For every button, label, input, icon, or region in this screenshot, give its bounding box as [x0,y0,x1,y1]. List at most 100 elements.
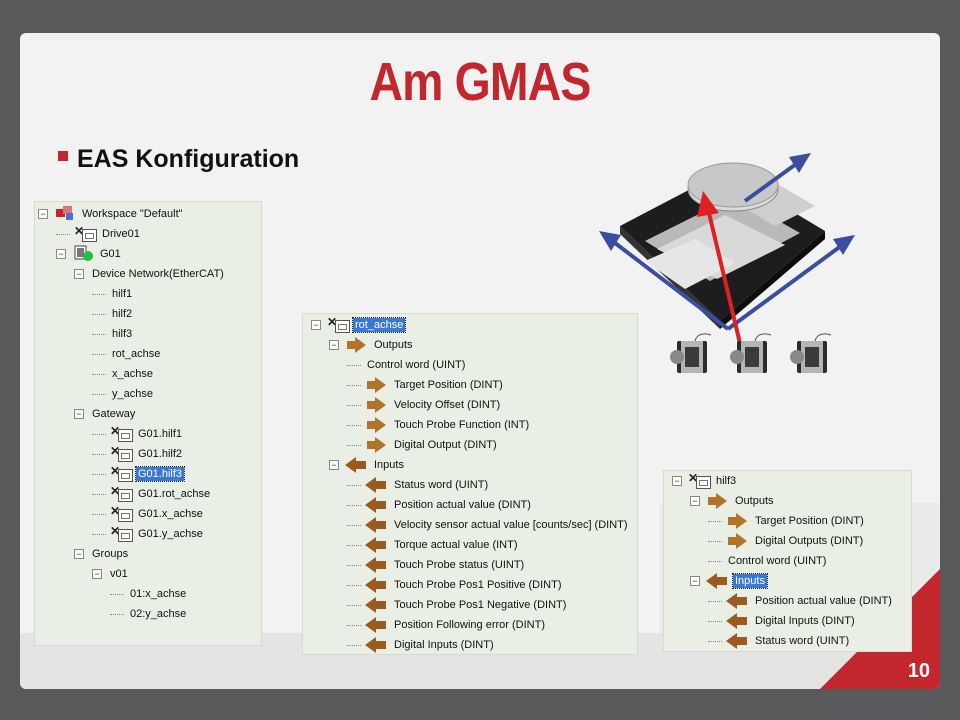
tree-item[interactable]: 02:y_achse [110,604,188,624]
collapse-toggle-icon[interactable]: − [690,496,700,506]
tree-item[interactable]: hilf2 [92,304,134,324]
tree-item[interactable]: Status word (UINT) [347,475,490,495]
tree-connector [92,493,106,495]
tree-item[interactable]: ✕G01.rot_achse [92,484,212,504]
tree-item[interactable]: −Device Network(EtherCAT) [74,264,226,284]
tree-item[interactable]: Digital Output (DINT) [347,435,499,455]
tree-item[interactable]: Control word (UINT) [347,355,467,375]
slide-subtitle: EAS Konfiguration [77,145,300,173]
tree-item-label: Outputs [735,495,774,507]
tree-item[interactable]: −Outputs [329,335,415,355]
tree-item[interactable]: x_achse [92,364,155,384]
tree-item-label: Velocity sensor actual value [counts/sec… [394,519,628,531]
tree-item[interactable]: − Inputs [690,571,768,591]
tree-item-label: Digital Output (DINT) [394,439,497,451]
tree-item-label: Digital Inputs (DINT) [755,615,855,627]
page-number: 10 [907,660,930,682]
tree-connector [708,620,722,622]
tree-item-label: x_achse [112,368,153,380]
tree-item-label: Touch Probe status (UINT) [394,559,525,571]
tree-item[interactable]: ✕G01.x_achse [92,504,205,524]
tree-item[interactable]: Position actual value (DINT) [347,495,533,515]
tree-item[interactable]: ✕G01.hilf1 [92,424,184,444]
stepper-motor-icon [670,333,712,373]
tree-item[interactable]: Velocity Offset (DINT) [347,395,502,415]
tree-item[interactable]: y_achse [92,384,155,404]
tree-item-label: Workspace "Default" [82,208,183,220]
collapse-toggle-icon[interactable]: − [56,249,66,259]
collapse-toggle-icon[interactable]: − [329,460,339,470]
tree-item-label: rot_achse [351,317,407,333]
tree-item-label: Position Following error (DINT) [394,619,545,631]
output-arrow-icon [728,513,747,529]
tree-item-label: 02:y_achse [130,608,187,620]
gmas-icon [72,244,94,265]
tree-item[interactable]: Velocity sensor actual value [counts/sec… [347,515,630,535]
tree-item[interactable]: Digital Outputs (DINT) [708,531,865,551]
collapse-toggle-icon[interactable]: − [329,340,339,350]
tree-item-label: Velocity Offset (DINT) [394,399,501,411]
tree-item[interactable]: Torque actual value (INT) [347,535,520,555]
input-arrow-icon [365,577,386,593]
tree-item[interactable]: − Inputs [329,455,406,475]
tree-item[interactable]: Target Position (DINT) [347,375,505,395]
tree-item-label: Position actual value (DINT) [394,499,531,511]
tree-connector [347,404,361,406]
tree-item-label: hilf2 [112,308,133,320]
output-arrow-icon [367,437,386,453]
tree-item[interactable]: Control word (UINT) [708,551,828,571]
tree-item[interactable]: Touch Probe Pos1 Positive (DINT) [347,575,564,595]
tree-item[interactable]: −G01 [56,244,123,264]
tree-item[interactable]: rot_achse [92,344,162,364]
tree-item[interactable]: Touch Probe Function (INT) [347,415,531,435]
tree-item[interactable]: hilf1 [92,284,134,304]
tree-item[interactable]: −v01 [92,564,130,584]
collapse-toggle-icon[interactable]: − [311,320,321,330]
tree-item[interactable]: −Gateway [74,404,137,424]
collapse-toggle-icon[interactable]: − [672,476,682,486]
tree-item-label: Inputs [732,573,768,589]
tree-item[interactable]: −✕hilf3 [672,471,738,491]
tree-item-label: Status word (UINT) [755,635,850,647]
tree-item[interactable]: Digital Inputs (DINT) [347,635,496,655]
tree-item[interactable]: Position actual value (DINT) [708,591,894,611]
tree-item[interactable]: Touch Probe Pos1 Negative (DINT) [347,595,568,615]
tree-item-label: Device Network(EtherCAT) [92,268,224,280]
collapse-toggle-icon[interactable]: − [690,576,700,586]
tree-item[interactable]: ✕G01.y_achse [92,524,205,544]
tree-item[interactable]: − Outputs [690,491,776,511]
collapse-toggle-icon[interactable]: − [92,569,102,579]
tree-connector [708,560,722,562]
tree-item[interactable]: − Workspace "Default" [38,204,185,224]
tree-item[interactable]: Touch Probe status (UINT) [347,555,526,575]
input-arrow-icon [365,617,386,633]
xy-table-illustration [599,153,855,357]
tree-item[interactable]: ✕G01.hilf3 [92,464,186,484]
tree-connector [110,593,124,595]
collapse-toggle-icon[interactable]: − [74,409,84,419]
tree-connector [708,640,722,642]
tree-item[interactable]: −Groups [74,544,130,564]
slide-title: Am GMAS [369,52,591,112]
collapse-toggle-icon[interactable]: − [38,209,48,219]
tree-item-label: G01.hilf1 [138,428,183,440]
tree-item-label: G01.rot_achse [138,488,211,500]
tree-item-label: G01.hilf3 [134,466,186,482]
tree-item-label: Inputs [374,459,404,471]
tree-item[interactable]: −✕rot_achse [311,315,407,335]
tree-item[interactable]: ✕Drive01 [56,224,142,244]
tree-item[interactable]: ✕G01.hilf2 [92,444,184,464]
tree-connector [347,424,361,426]
tree-item-label: Position actual value (DINT) [755,595,892,607]
collapse-toggle-icon[interactable]: − [74,269,84,279]
tree-item[interactable]: Status word (UINT) [708,631,851,651]
collapse-toggle-icon[interactable]: − [74,549,84,559]
tree-item[interactable]: 01:x_achse [110,584,188,604]
tree-connector [347,624,361,626]
tree-item[interactable]: Target Position (DINT) [708,511,866,531]
tree-item[interactable]: Digital Inputs (DINT) [708,611,857,631]
tree-connector [92,293,106,295]
tree-item[interactable]: hilf3 [92,324,134,344]
tree-item[interactable]: Position Following error (DINT) [347,615,547,635]
device-icon: ✕ [110,444,133,462]
